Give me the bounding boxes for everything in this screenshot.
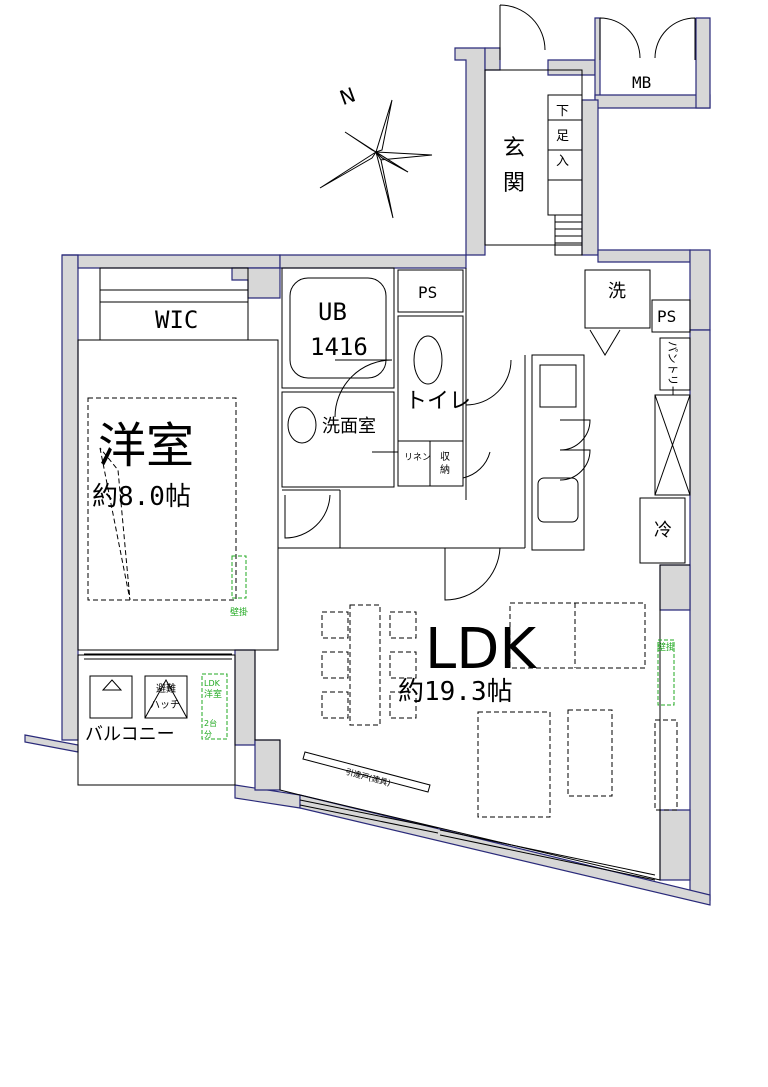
hatch-label-2: ハッチ [150,699,180,711]
entrance-label-1: 玄 [503,136,525,161]
shoe-box-3: 入 [556,154,569,169]
fridge-label: 冷 [654,520,672,541]
ac-note-1: 2台 [204,718,217,728]
storage-label-1: 収 [440,451,450,463]
bedroom-size-label: 約8.0帖 [92,482,191,512]
ub-size-label: 1416 [310,333,368,361]
storage-label-2: 納 [440,463,450,476]
compass: N [319,82,433,219]
ps-label-1: PS [418,283,437,302]
ac-label-2: 洋室 [204,688,222,700]
shoe-box-1: 下 [556,104,569,119]
ub-label: UB [318,298,347,326]
entrance-label-2: 関 [503,171,525,196]
meter-box-label: MB [632,73,651,92]
pantry-label: パントリー [666,341,679,397]
wic-label: WIC [155,306,198,334]
labels: 玄 関 下 足 入 MB PS PS WIC UB 1416 トイレ 洗面室 リ… [85,73,679,788]
washroom-label: 洗面室 [322,416,376,437]
wall-hung-1: 壁掛 [230,606,248,618]
interior-walls [77,69,691,881]
curtain-rail-label: 引違戸(建具) [344,766,391,788]
ac-note-2: 分 [204,730,212,739]
ps-label-2: PS [657,307,676,326]
balcony-label: バルコニー [85,724,175,745]
doors [284,4,696,601]
ldk-label: LDK [425,617,537,682]
linen-label: リネン [404,452,431,463]
toilet-label: トイレ [405,389,471,414]
windows [84,653,656,881]
laundry-label: 洗 [608,281,626,302]
bedroom-label: 洋室 [98,418,194,474]
ac-label-1: LDK [204,679,221,688]
wall-hung-2: 壁掛 [657,641,675,653]
shoe-box-2: 足 [556,129,569,144]
ldk-size-label: 約19.3帖 [398,677,513,707]
north-label: N [336,82,358,110]
hatch-label-1: 避難 [156,682,176,695]
outer-walls [24,17,711,906]
furniture [87,397,678,818]
